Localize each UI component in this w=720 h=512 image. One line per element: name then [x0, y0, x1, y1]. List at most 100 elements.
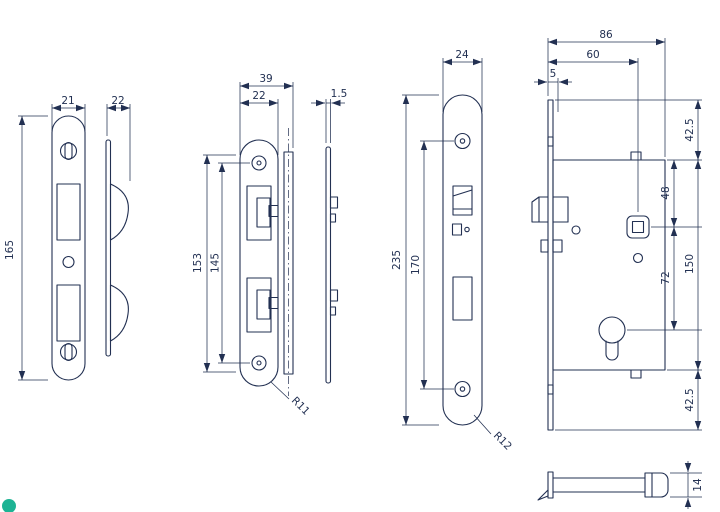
euro-cylinder-hole: [598, 316, 626, 344]
radius-r11-label: R11: [289, 395, 312, 418]
dim-forend-inner-height: 145: [210, 162, 250, 364]
dim-top-margin: 42.5: [684, 100, 702, 160]
bolt-tab: [268, 296, 279, 310]
forend-flange: [283, 151, 294, 375]
faceplate-screw-edge: [547, 136, 554, 147]
leader-line: [473, 414, 492, 435]
forend-side-view: 1.5: [311, 88, 348, 384]
pivot-hole: [571, 225, 581, 235]
case-body: [552, 159, 666, 371]
dim-case-depth: 86: [547, 29, 666, 157]
dim-faceplate-height-label: 235: [391, 250, 403, 270]
screw-slot: [64, 342, 73, 362]
bolt-detail: [256, 289, 271, 320]
faceplate-bend-tab: [537, 489, 549, 501]
latch-cutout: [246, 185, 272, 241]
side-tab: [329, 213, 337, 223]
faceplate-edge: [547, 99, 554, 431]
dim-top-to-spindle: 48: [660, 160, 678, 227]
screw-hole-center: [256, 160, 262, 166]
dim-case-height: 150: [684, 160, 702, 370]
snib-opening: [451, 223, 463, 236]
dim-forend-outer-height-label: 153: [192, 253, 204, 273]
dim-backset-label: 60: [586, 49, 599, 61]
screw-hole: [59, 142, 78, 160]
case-lug-top: [630, 151, 642, 161]
dim-bottom-margin-label: 42.5: [684, 388, 696, 411]
faceplate-outline: [442, 94, 483, 426]
dim-front-offset: 5: [534, 68, 572, 112]
brand-dot: [2, 499, 16, 512]
dim-spindle-to-cylinder-label: 72: [660, 271, 672, 284]
faceplate-screw-edge: [547, 384, 554, 395]
side-tab: [329, 289, 339, 302]
dim-screw-centres-label: 170: [410, 255, 422, 275]
forend-plate-edge: [325, 146, 332, 384]
bolt-cutout: [246, 277, 272, 333]
screw-hole: [454, 132, 471, 150]
dim-forend-overall-width: 39: [239, 73, 294, 155]
screw-hole: [454, 380, 471, 398]
aux-bolt-tail: [552, 239, 563, 253]
latch-opening: [452, 185, 473, 216]
strike-plate-outline: [51, 115, 86, 381]
dim-forend-thickness-label: 1.5: [331, 88, 348, 100]
dim-strike-height: 165: [4, 115, 48, 381]
strike-plate-side-view: 22: [105, 95, 131, 357]
dim-forend-plate-width: 22: [240, 90, 279, 155]
case-lug-bottom: [630, 369, 642, 379]
fixing-hole: [632, 252, 644, 264]
dim-front-offset-label: 5: [550, 68, 557, 80]
radius-callout-r11: R11: [270, 381, 312, 418]
lock-case-side-view: 86 60 5 48 72: [531, 29, 702, 431]
latch-bolt: [531, 196, 549, 223]
spindle-square-hole: [631, 220, 645, 234]
pin-hole: [464, 226, 470, 233]
bolt-cutout: [56, 284, 81, 342]
dim-bottom-margin: 42.5: [684, 370, 702, 430]
screw-hole-center: [459, 386, 466, 392]
dim-strike-width: 21: [51, 95, 86, 131]
side-tab: [329, 196, 339, 209]
latch-tab: [268, 204, 279, 218]
leader-line: [270, 381, 290, 400]
dim-strike-side-width: 22: [106, 95, 131, 181]
screw-hole: [59, 343, 78, 361]
dim-strike-width-label: 21: [61, 95, 74, 107]
latch-detail: [256, 197, 271, 228]
forend-front-view: 39 22 153 145 R11: [192, 73, 312, 418]
euro-cylinder-profile: [605, 340, 619, 361]
dim-top-to-spindle-label: 48: [660, 186, 672, 199]
dim-forend-plate-width-label: 22: [252, 90, 265, 102]
spindle-follower: [626, 215, 650, 239]
dim-faceplate-width: 24: [442, 49, 483, 112]
latch-cutout: [56, 183, 81, 241]
dim-faceplate-height: 235: [391, 94, 439, 426]
dim-strike-side-width-label: 22: [111, 95, 124, 107]
dim-case-depth-label: 86: [599, 29, 613, 41]
dim-forend-inner-height-label: 145: [210, 253, 222, 273]
dim-backset: 60: [548, 49, 639, 212]
strike-plate-edge: [105, 139, 112, 357]
bent-tab: [109, 284, 129, 342]
dim-forend-outer-height: 153: [192, 154, 236, 373]
dim-spindle-to-cylinder: 72: [660, 227, 678, 330]
screw-slot: [64, 141, 73, 161]
dim-case-height-label: 150: [684, 254, 696, 274]
right-extension-lines: [555, 99, 702, 431]
deadbolt-opening: [452, 276, 473, 321]
faceplate-front-view: 24 235 170 R12: [391, 49, 514, 453]
lock-case-end-view: 14: [537, 461, 704, 509]
latch-bolt-bevel: [452, 189, 473, 197]
screw-hole-center: [459, 138, 466, 144]
faceplate-edge: [547, 471, 554, 499]
screw-hole: [251, 155, 267, 171]
bent-tab: [109, 183, 129, 241]
dim-case-thickness-label: 14: [692, 478, 704, 492]
side-tab: [329, 306, 337, 316]
radius-callout-r12: R12: [473, 414, 514, 453]
dim-faceplate-width-label: 24: [455, 49, 469, 61]
screw-hole-center: [256, 360, 262, 366]
end-block: [644, 472, 669, 498]
